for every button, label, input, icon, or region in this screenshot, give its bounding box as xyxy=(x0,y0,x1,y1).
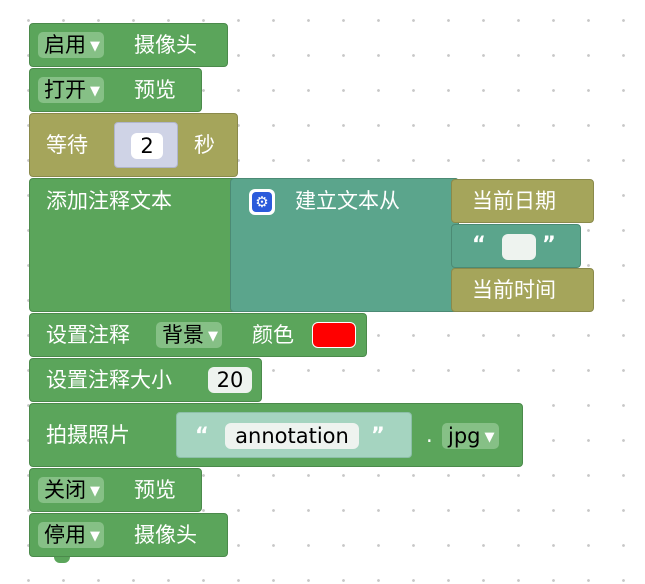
empty-string-input[interactable] xyxy=(502,234,536,260)
chevron-down-icon: ▼ xyxy=(90,39,100,54)
take-photo-block[interactable]: 拍摄照片 “ annotation ” . jpg▼ xyxy=(29,403,523,467)
settings-icon[interactable]: ⚙ xyxy=(249,189,275,215)
annotation-color-label: 颜色 xyxy=(252,323,294,347)
take-photo-label: 拍摄照片 xyxy=(46,423,130,447)
current-date-block[interactable]: 当前日期 xyxy=(451,179,594,223)
disable-camera-label: 摄像头 xyxy=(134,523,197,547)
camera-mode-dropdown[interactable]: 启用 ▼ xyxy=(38,32,104,58)
build-text-block[interactable]: ⚙ 建立文本从 xyxy=(230,178,459,312)
wait-block[interactable]: 等待 2 秒 xyxy=(29,113,238,177)
close-preview-block[interactable]: 关闭 ▼ 预览 xyxy=(29,468,202,512)
extension-dot: . xyxy=(426,423,433,447)
empty-string-close-quote: ” xyxy=(542,232,556,256)
chevron-down-icon: ▼ xyxy=(208,329,218,344)
chevron-down-icon: ▼ xyxy=(90,529,100,544)
preview-mode-dropdown[interactable]: 打开 ▼ xyxy=(38,77,104,103)
build-text-label: 建立文本从 xyxy=(295,189,400,213)
filename-close-quote: ” xyxy=(371,423,385,447)
set-annotation-color-block[interactable]: 设置注释 背景 ▼ 颜色 xyxy=(29,313,367,357)
enable-camera-label: 摄像头 xyxy=(134,33,197,57)
annotation-target-dropdown[interactable]: 背景 ▼ xyxy=(156,322,222,348)
annotation-size-input[interactable]: 20 xyxy=(208,367,252,393)
current-time-label: 当前时间 xyxy=(472,278,556,302)
enable-camera-block[interactable]: 启用 ▼ 摄像头 xyxy=(29,23,228,67)
filename-text-block[interactable]: “ annotation ” xyxy=(176,412,412,458)
add-annotation-label: 添加注释文本 xyxy=(46,189,172,213)
preview-mode-value: 打开 xyxy=(44,78,86,102)
wait-seconds-input[interactable]: 2 xyxy=(131,133,163,159)
chevron-down-icon: ▼ xyxy=(90,84,100,99)
set-annotation-label: 设置注释 xyxy=(46,323,130,347)
current-time-block[interactable]: 当前时间 xyxy=(451,268,594,312)
set-annotation-size-block[interactable]: 设置注释大小 20 xyxy=(29,358,262,402)
disable-camera-block[interactable]: 停用 ▼ 摄像头 xyxy=(29,513,228,557)
open-preview-block[interactable]: 打开 ▼ 预览 xyxy=(29,68,202,112)
wait-unit-label: 秒 xyxy=(194,133,215,157)
annotation-target-value: 背景 xyxy=(162,323,204,347)
extension-dropdown[interactable]: jpg▼ xyxy=(442,423,499,449)
chevron-down-icon: ▼ xyxy=(90,484,100,499)
color-swatch[interactable] xyxy=(312,322,356,348)
filename-open-quote: “ xyxy=(195,423,209,447)
set-annotation-size-label: 设置注释大小 xyxy=(46,368,172,392)
block-bottom-notch xyxy=(54,557,70,563)
disable-camera-mode-value: 停用 xyxy=(44,523,86,547)
close-preview-mode-dropdown[interactable]: 关闭 ▼ xyxy=(38,477,104,503)
open-preview-label: 预览 xyxy=(134,78,176,102)
camera-mode-value: 启用 xyxy=(44,33,86,57)
wait-value-socket[interactable]: 2 xyxy=(114,122,178,168)
empty-string-open-quote: “ xyxy=(472,232,486,256)
close-preview-label: 预览 xyxy=(134,478,176,502)
current-date-label: 当前日期 xyxy=(472,189,556,213)
empty-string-block[interactable]: “ ” xyxy=(451,224,581,268)
chevron-down-icon: ▼ xyxy=(484,430,495,445)
close-preview-mode-value: 关闭 xyxy=(44,478,86,502)
wait-label: 等待 xyxy=(46,133,88,157)
filename-input[interactable]: annotation xyxy=(225,423,359,449)
disable-camera-mode-dropdown[interactable]: 停用 ▼ xyxy=(38,522,104,548)
extension-value: jpg xyxy=(448,424,481,448)
